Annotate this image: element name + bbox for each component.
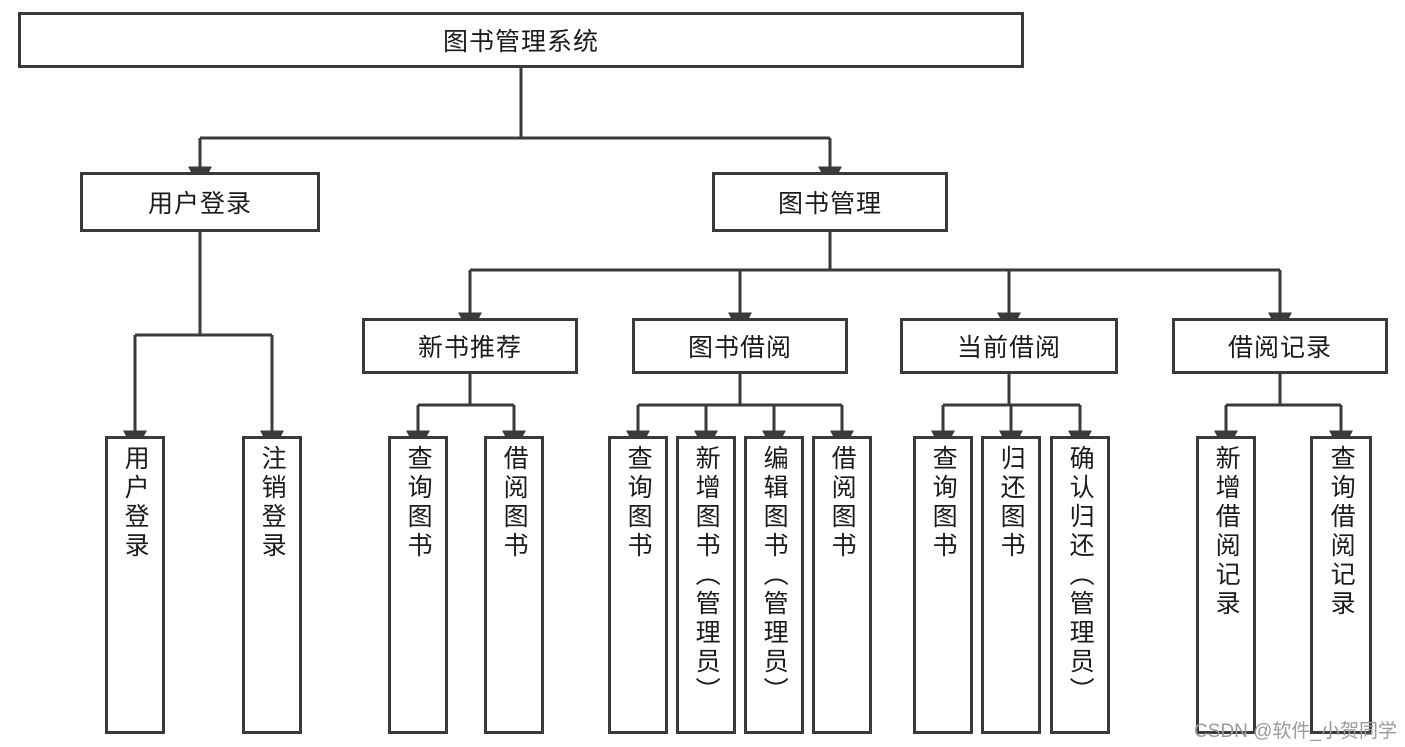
node-label-records: 借阅记录: [1227, 334, 1332, 362]
node-label-cu-query: 查询图书: [929, 445, 958, 561]
node-current[interactable]: 当前借阅: [900, 318, 1118, 374]
node-label-newbook: 新书推荐: [417, 334, 522, 362]
node-userlogin[interactable]: 用户登录: [105, 436, 165, 734]
node-label-rc-query: 查询借阅记录: [1327, 445, 1356, 619]
node-newbook[interactable]: 新书推荐: [362, 318, 578, 374]
node-label-logout: 注销登录: [258, 445, 287, 561]
node-logout[interactable]: 注销登录: [242, 436, 302, 734]
node-cu-confirm[interactable]: 确认归还（管理员）: [1050, 436, 1110, 734]
node-label-root: 图书管理系统: [442, 28, 599, 56]
node-label-bookmgmt: 图书管理: [777, 190, 882, 218]
node-label-rc-add: 新增借阅记录: [1212, 445, 1241, 619]
node-label-login: 用户登录: [147, 190, 252, 218]
node-label-bk-edit: 编辑图书（管理员）: [760, 445, 789, 706]
node-nb-query[interactable]: 查询图书: [388, 436, 448, 734]
node-root[interactable]: 图书管理系统: [18, 12, 1024, 68]
node-label-cu-confirm: 确认归还（管理员）: [1066, 445, 1095, 706]
node-bk-query[interactable]: 查询图书: [608, 436, 668, 734]
node-label-borrow: 图书借阅: [687, 334, 792, 362]
node-bk-add[interactable]: 新增图书（管理员）: [676, 436, 736, 734]
node-bk-edit[interactable]: 编辑图书（管理员）: [744, 436, 804, 734]
node-label-userlogin: 用户登录: [121, 445, 150, 561]
node-nb-borrow[interactable]: 借阅图书: [484, 436, 544, 734]
node-rc-query[interactable]: 查询借阅记录: [1310, 436, 1372, 734]
node-label-nb-borrow: 借阅图书: [500, 445, 529, 561]
watermark-text: CSDN @软件_小贺同学: [1194, 721, 1397, 742]
node-label-bk-borrow: 借阅图书: [828, 445, 857, 561]
node-cu-query[interactable]: 查询图书: [913, 436, 973, 734]
node-login[interactable]: 用户登录: [80, 172, 320, 232]
node-label-nb-query: 查询图书: [404, 445, 433, 561]
node-label-bk-add: 新增图书（管理员）: [692, 445, 721, 706]
node-label-current: 当前借阅: [956, 334, 1061, 362]
node-rc-add[interactable]: 新增借阅记录: [1196, 436, 1256, 734]
node-label-bk-query: 查询图书: [624, 445, 653, 561]
node-bookmgmt[interactable]: 图书管理: [712, 172, 948, 232]
node-borrow[interactable]: 图书借阅: [632, 318, 848, 374]
node-cu-return[interactable]: 归还图书: [981, 436, 1041, 734]
node-records[interactable]: 借阅记录: [1172, 318, 1388, 374]
node-bk-borrow[interactable]: 借阅图书: [812, 436, 872, 734]
node-label-cu-return: 归还图书: [997, 445, 1026, 561]
